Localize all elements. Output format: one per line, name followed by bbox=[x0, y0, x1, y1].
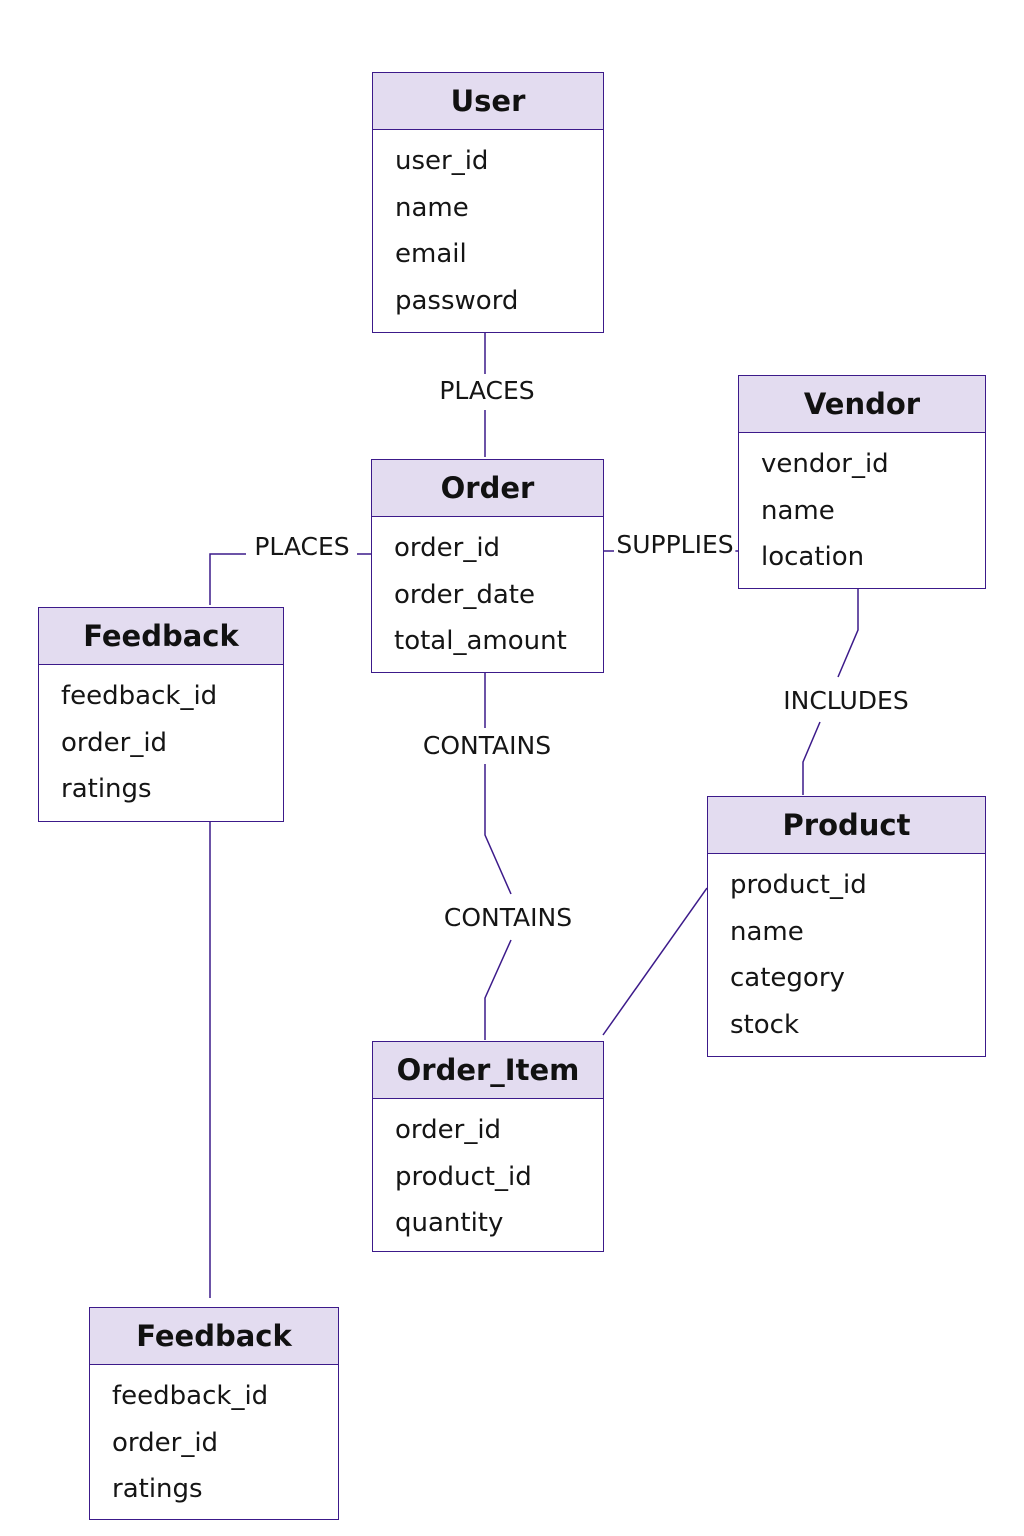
relationship-label-places: PLACES bbox=[437, 376, 537, 406]
attribute: order_id bbox=[395, 1115, 502, 1145]
attribute: vendor_id bbox=[761, 449, 889, 479]
entity-title: Feedback bbox=[90, 1308, 338, 1365]
relationship-label-contains: CONTAINS bbox=[441, 903, 575, 933]
attribute: location bbox=[761, 542, 865, 572]
attribute: stock bbox=[730, 1009, 799, 1040]
entity-title: Product bbox=[708, 797, 985, 854]
entity-title: Vendor bbox=[739, 376, 985, 433]
attribute: quantity bbox=[395, 1208, 504, 1238]
entity-order[interactable]: Order order_id order_date total_amount bbox=[371, 459, 604, 673]
attribute: feedback_id bbox=[112, 1381, 269, 1411]
attribute: total_amount bbox=[394, 626, 567, 656]
entity-user[interactable]: User user_id name email password bbox=[372, 72, 604, 333]
entity-title: Order bbox=[372, 460, 603, 517]
attribute: user_id bbox=[395, 146, 489, 176]
attribute: name bbox=[395, 192, 469, 223]
line-vendor-product bbox=[802, 589, 859, 795]
attribute: order_id bbox=[112, 1427, 219, 1458]
attribute: product_id bbox=[395, 1161, 532, 1192]
attribute: name bbox=[730, 916, 804, 947]
attribute: ratings bbox=[61, 774, 152, 804]
entity-order-item[interactable]: Order_Item order_id product_id quantity bbox=[372, 1041, 604, 1252]
attribute: order_id bbox=[61, 727, 168, 758]
relationship-label-includes: INCLUDES bbox=[781, 686, 911, 716]
entity-feedback-top[interactable]: Feedback feedback_id order_id ratings bbox=[38, 607, 284, 822]
attribute: order_id bbox=[394, 533, 501, 563]
line-order-feedback bbox=[209, 553, 371, 605]
line-order-orderitem bbox=[484, 672, 512, 1040]
attribute: product_id bbox=[730, 870, 867, 900]
attribute: password bbox=[395, 285, 519, 316]
attribute: name bbox=[761, 495, 835, 526]
entity-product[interactable]: Product product_id name category stock bbox=[707, 796, 986, 1057]
attribute: category bbox=[730, 963, 845, 993]
attribute: ratings bbox=[112, 1474, 203, 1504]
entity-feedback-bottom[interactable]: Feedback feedback_id order_id ratings bbox=[89, 1307, 339, 1520]
entity-vendor[interactable]: Vendor vendor_id name location bbox=[738, 375, 986, 589]
attribute: order_date bbox=[394, 579, 535, 610]
attribute: feedback_id bbox=[61, 681, 218, 711]
entity-title: User bbox=[373, 73, 603, 130]
relationship-label-supplies: SUPPLIES bbox=[614, 530, 736, 560]
entity-title: Feedback bbox=[39, 608, 283, 665]
relationship-label-contains: CONTAINS bbox=[420, 731, 554, 761]
relationship-label-places: PLACES bbox=[252, 532, 352, 562]
attribute: email bbox=[395, 239, 467, 269]
line-product-orderitem bbox=[602, 887, 708, 1036]
entity-title: Order_Item bbox=[373, 1042, 603, 1099]
